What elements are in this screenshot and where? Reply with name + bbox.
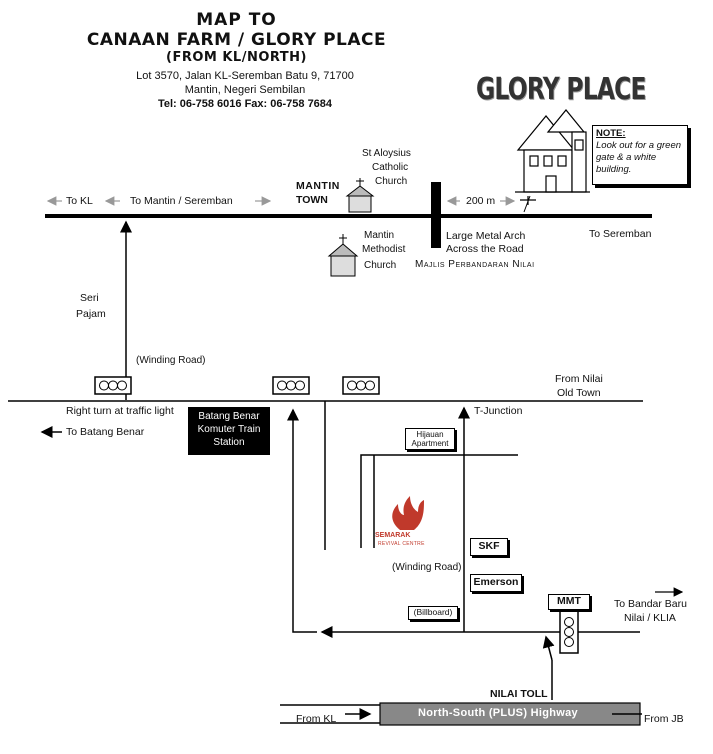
label-to-bandar-baru-2: Nilai / KLIA xyxy=(624,612,676,624)
address-line-2: Mantin, Negeri Sembilan xyxy=(184,84,306,96)
label-to-batang-benar: To Batang Benar xyxy=(66,426,145,438)
mmt-box: MMT xyxy=(548,594,590,610)
label-seri-pajam-2: Pajam xyxy=(76,308,106,320)
label-semarak-2: REVIVAL CENTRE xyxy=(378,541,425,547)
highway xyxy=(280,702,642,726)
label-st-aloysius-1: St Aloysius xyxy=(362,148,411,159)
contact-line: Tel: 06-758 6016 Fax: 06-758 7684 xyxy=(157,98,333,110)
route-lines xyxy=(287,401,640,700)
label-apartment-2: Apartment xyxy=(411,439,449,448)
destination-name: GLORY PLACE xyxy=(476,72,647,107)
house-pointer xyxy=(523,195,531,213)
label-distance: 200 m xyxy=(466,195,496,207)
label-st-aloysius-3: Church xyxy=(375,176,408,187)
label-from-nilai-1: From Nilai xyxy=(555,373,603,385)
note-text: Look out for a green gate & a white buil… xyxy=(596,140,682,175)
highway-label: North-South (PLUS) Highway xyxy=(418,707,578,719)
address-line-1: Lot 3570, Jalan KL-Seremban Batu 9, 7170… xyxy=(136,70,354,82)
traffic-light-icon xyxy=(342,376,380,395)
station-box: Batang Benar Komuter Train Station xyxy=(188,407,270,455)
label-majlis: Majlis Perbandaran Nilai xyxy=(415,259,535,270)
label-methodist-2: Methodist xyxy=(362,244,406,255)
label-arch-1: Large Metal Arch xyxy=(446,230,526,242)
title-line-1: MAP TO xyxy=(196,10,277,30)
emerson-box: Emerson xyxy=(470,574,522,592)
note-box: NOTE: Look out for a green gate & a whit… xyxy=(592,125,688,185)
label-mantin-town-1: MANTIN xyxy=(296,180,340,192)
metal-arch xyxy=(431,182,441,248)
label-right-turn: Right turn at traffic light xyxy=(66,405,174,417)
label-to-kl: To KL xyxy=(66,195,93,207)
traffic-light-icon xyxy=(94,376,132,395)
traffic-light-icon xyxy=(272,376,310,395)
billboard-box: (Billboard) xyxy=(408,606,458,620)
church-icon xyxy=(327,234,359,277)
label-seri-pajam-1: Seri xyxy=(80,292,99,304)
label-from-kl: From KL xyxy=(296,713,337,725)
label-winding-road-bottom: (Winding Road) xyxy=(392,562,462,573)
label-to-bandar-baru-1: To Bandar Baru xyxy=(614,598,687,610)
label-apartment-1: Hijauan xyxy=(416,430,444,439)
label-mantin-town-2: TOWN xyxy=(296,194,328,206)
traffic-light-icon xyxy=(559,610,579,654)
label-to-mantin-seremban: To Mantin / Seremban xyxy=(130,195,233,207)
label-methodist-1: Mantin xyxy=(364,230,395,241)
title-line-3: (FROM KL/NORTH) xyxy=(166,50,307,65)
label-from-nilai-2: Old Town xyxy=(557,387,601,399)
label-arch-2: Across the Road xyxy=(446,243,524,255)
semarak-logo-icon xyxy=(392,496,424,530)
apartment-box: Hijauan Apartment xyxy=(405,428,455,450)
label-st-aloysius-2: Catholic xyxy=(372,162,409,173)
label-from-jb: From JB xyxy=(644,713,684,725)
label-semarak-1: SEMARAK xyxy=(375,532,411,539)
label-t-junction: T-Junction xyxy=(474,405,523,417)
house-icon xyxy=(515,109,590,205)
title-line-2: CANAAN FARM / GLORY PLACE xyxy=(86,30,387,50)
label-to-seremban: To Seremban xyxy=(589,228,652,240)
note-heading: NOTE: xyxy=(596,128,626,139)
label-methodist-3: Church xyxy=(364,260,397,271)
church-icon xyxy=(345,178,375,213)
label-winding-road-top: (Winding Road) xyxy=(136,355,206,366)
skf-box: SKF xyxy=(470,538,508,556)
label-nilai-toll: NILAI TOLL xyxy=(490,688,548,700)
